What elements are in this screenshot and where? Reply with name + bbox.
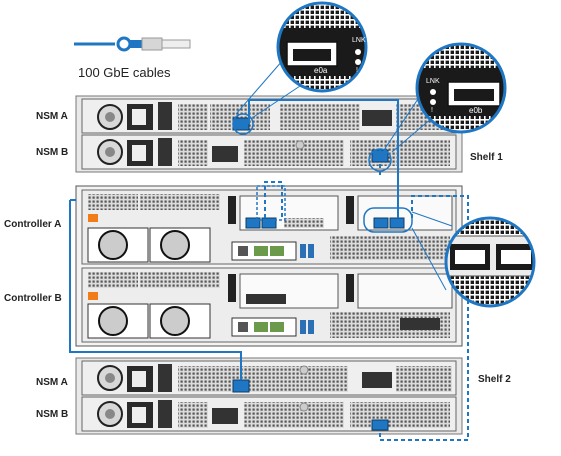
callout-leaders — [235, 59, 453, 291]
port-label-e0a: e0a — [314, 66, 328, 75]
shelf-1-nsm-b-label: NSM B — [36, 147, 69, 158]
shelf-2-nsm-b-label: NSM B — [36, 409, 69, 420]
lnk-label-e0b: LNK — [426, 78, 440, 85]
shelf-1-label: Shelf 1 — [470, 152, 503, 163]
callout-e0a — [276, 1, 368, 93]
controller-chassis — [75, 185, 463, 347]
port-highlight-controller-a — [363, 207, 413, 233]
shelf-1-chassis — [75, 95, 463, 173]
callout-controller-ports — [444, 216, 536, 308]
shelf-2-nsm-b — [81, 396, 457, 432]
excl-label-e0a: ! — [356, 67, 358, 74]
shelf-2-nsm-a-label: NSM A — [36, 377, 68, 388]
port-highlight-shelf1-b — [368, 148, 392, 172]
controller-b-label: Controller B — [4, 293, 62, 304]
controller-a — [81, 189, 457, 265]
lnk-label-e0a: LNK — [352, 37, 366, 44]
controller-b — [81, 267, 457, 343]
port-label-e0b: e0b — [469, 106, 483, 115]
cable-paths — [69, 99, 469, 441]
shelf-1-nsm-b — [81, 134, 457, 170]
shelf-2-nsm-a — [81, 360, 457, 396]
excl-label-e0b: ! — [431, 107, 433, 114]
controller-a-label: Controller A — [4, 219, 62, 230]
port-highlight-shelf1-a — [232, 113, 254, 135]
callout-e0b — [415, 42, 507, 134]
shelf-1-nsm-a-label: NSM A — [36, 111, 68, 122]
shelf-2-label: Shelf 2 — [478, 374, 511, 385]
shelf-1-nsm-a — [81, 98, 457, 134]
cable-legend-label: 100 GbE cables — [78, 65, 171, 80]
cable-icon — [74, 36, 191, 52]
shelf-2-chassis — [75, 357, 463, 435]
